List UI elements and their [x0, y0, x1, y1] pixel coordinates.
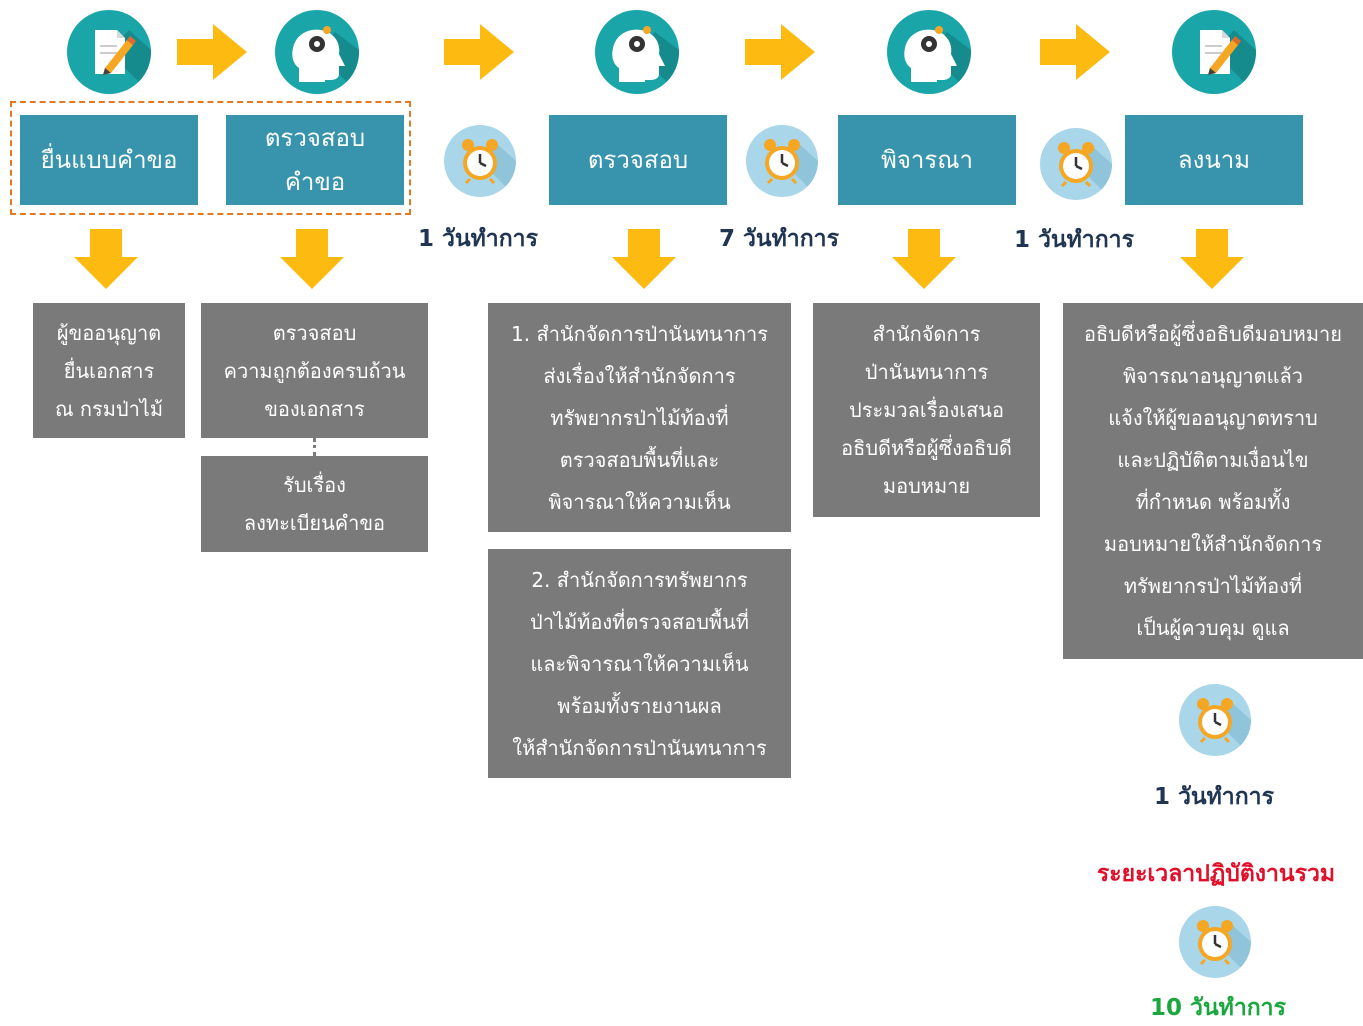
desc-register-request: รับเรื่อง ลงทะเบียนคำขอ: [201, 456, 428, 552]
duration-label: 1 วันทำการ: [1014, 227, 1134, 253]
alarm-clock-icon: [1179, 684, 1251, 756]
arrow-down-icon: [892, 229, 956, 289]
desc-compile-proposal: สำนักจัดการ ป่านันทนาการ ประมวลเรื่องเสน…: [813, 303, 1040, 517]
step-sign: ลงนาม: [1125, 115, 1303, 205]
head-gear-icon: [887, 10, 971, 94]
arrow-right-icon: [444, 24, 514, 80]
connector-line: [313, 438, 316, 456]
step-submit-request: ยื่นแบบคำขอ: [20, 115, 198, 205]
desc-text: 1. สำนักจัดการป่านันทนาการ ส่งเรื่องให้ส…: [511, 321, 768, 514]
arrow-right-icon: [1040, 24, 1110, 80]
step-label: ตรวจสอบ คำขอ: [264, 124, 366, 196]
desc-text: อธิบดีหรือผู้ซึ่งอธิบดีมอบหมาย พิจารณาอน…: [1083, 322, 1342, 640]
arrow-down-icon: [280, 229, 344, 289]
desc-verify-documents: ตรวจสอบ ความถูกต้องครบถ้วน ของเอกสาร: [201, 303, 428, 438]
duration-label: 7 วันทำการ: [719, 226, 839, 252]
step-consider: พิจารณา: [838, 115, 1016, 205]
arrow-down-icon: [612, 229, 676, 289]
arrow-right-icon: [177, 24, 247, 80]
desc-text: ผู้ขออนุญาต ยื่นเอกสาร ณ กรมป่าไม้: [54, 320, 164, 421]
desc-local-inspection: 2. สำนักจัดการทรัพยากร ป่าไม้ท้องที่ตรวจ…: [488, 549, 791, 778]
total-duration-days: 10 วันทำการ: [1150, 995, 1286, 1021]
desc-text: รับเรื่อง ลงทะเบียนคำขอ: [243, 473, 386, 535]
arrow-down-icon: [1180, 229, 1244, 289]
step-label: ลงนาม: [1177, 146, 1251, 174]
desc-text: ตรวจสอบ ความถูกต้องครบถ้วน ของเอกสาร: [223, 320, 406, 421]
desc-text: 2. สำนักจัดการทรัพยากร ป่าไม้ท้องที่ตรวจ…: [512, 567, 767, 760]
arrow-right-icon: [745, 24, 815, 80]
head-gear-icon: [275, 10, 359, 94]
initial-steps-frame: [10, 101, 411, 215]
desc-director-approval: อธิบดีหรือผู้ซึ่งอธิบดีมอบหมาย พิจารณาอน…: [1063, 303, 1363, 659]
alarm-clock-icon: [1179, 906, 1251, 978]
step-check-request: ตรวจสอบ คำขอ: [226, 115, 404, 205]
step-label: ตรวจสอบ: [587, 146, 689, 174]
head-gear-icon: [595, 10, 679, 94]
step-inspect: ตรวจสอบ: [549, 115, 727, 205]
duration-label: 1 วันทำการ: [1154, 784, 1274, 810]
desc-applicant-submits: ผู้ขออนุญาต ยื่นเอกสาร ณ กรมป่าไม้: [33, 303, 185, 438]
alarm-clock-icon: [444, 125, 516, 197]
desc-forward-inspection: 1. สำนักจัดการป่านันทนาการ ส่งเรื่องให้ส…: [488, 303, 791, 532]
arrow-down-icon: [74, 229, 138, 289]
desc-text: สำนักจัดการ ป่านันทนาการ ประมวลเรื่องเสน…: [841, 322, 1012, 498]
alarm-clock-icon: [746, 125, 818, 197]
step-label: ยื่นแบบคำขอ: [40, 146, 178, 174]
step-label: พิจารณา: [881, 146, 973, 174]
duration-label: 1 วันทำการ: [418, 226, 538, 252]
document-pen-icon: [1172, 10, 1256, 94]
alarm-clock-icon: [1040, 128, 1112, 200]
document-pen-icon: [67, 10, 151, 94]
total-duration-label: ระยะเวลาปฏิบัติงานรวม: [1096, 861, 1336, 887]
